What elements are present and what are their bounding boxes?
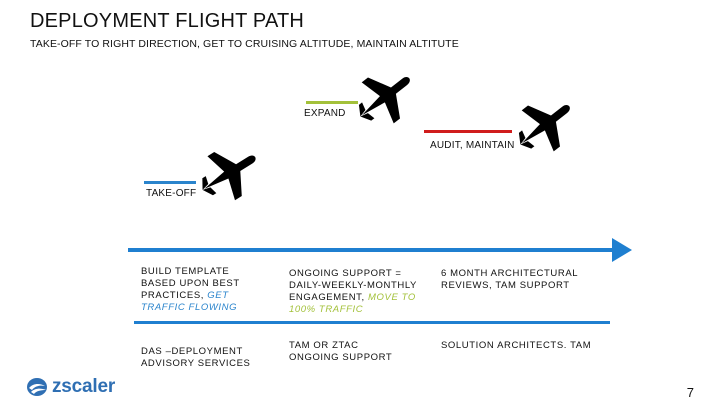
slide-title: DEPLOYMENT FLIGHT PATH xyxy=(30,10,305,32)
column-3-bottom-text: SOLUTION ARCHITECTS. TAM xyxy=(441,340,592,351)
page-number: 7 xyxy=(686,385,694,400)
column-3-top-main: 6 MONTH ARCHITECTURAL REVIEWS, TAM SUPPO… xyxy=(441,268,578,291)
column-1-top-main: BUILD TEMPLATE BASED UPON BEST PRACTICES… xyxy=(141,266,240,301)
zscaler-logo: zscaler xyxy=(26,376,136,398)
airplane-icon xyxy=(358,77,410,124)
expand-label: EXPAND xyxy=(304,108,346,119)
expand-line xyxy=(306,101,358,104)
slide-subtitle: TAKE-OFF TO RIGHT DIRECTION, GET TO CRUI… xyxy=(30,38,459,50)
takeoff-label: TAKE-OFF xyxy=(146,188,197,199)
airplane-icon xyxy=(202,151,256,201)
audit-label: AUDIT, MAINTAIN xyxy=(430,140,515,151)
audit-line xyxy=(424,130,512,133)
timeline-arrow xyxy=(128,238,632,262)
column-1-top-text: BUILD TEMPLATE BASED UPON BEST PRACTICES… xyxy=(141,266,259,314)
column-1-bottom-text: DAS –DEPLOYMENT ADVISORY SERVICES xyxy=(141,346,251,369)
column-2-bottom-text: TAM OR ZTAC ONGOING SUPPORT xyxy=(289,340,393,363)
takeoff-line xyxy=(144,181,196,184)
airplane-icon xyxy=(518,105,570,152)
column-3-top-text: 6 MONTH ARCHITECTURAL REVIEWS, TAM SUPPO… xyxy=(441,268,581,292)
column-1-top-accent: GET TRAFFIC FLOWING xyxy=(141,290,238,313)
column-2-top-text: ONGOING SUPPORT = DAILY-WEEKLY-MONTHLY E… xyxy=(289,268,421,316)
section-divider xyxy=(134,321,610,324)
zscaler-logo-text: zscaler xyxy=(52,376,116,397)
zscaler-logo-icon xyxy=(27,378,47,396)
column-2-top-accent: MOVE TO 100% TRAFFIC xyxy=(289,292,416,315)
column-2-top-main: ONGOING SUPPORT = DAILY-WEEKLY-MONTHLY E… xyxy=(289,268,417,303)
